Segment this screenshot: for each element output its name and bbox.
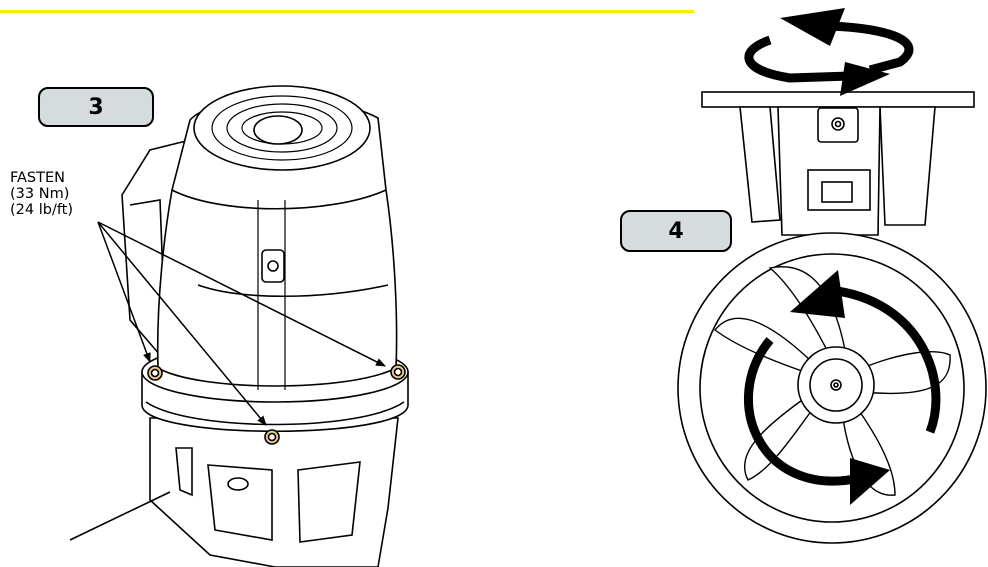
bolt <box>390 364 406 380</box>
thruster-motor-illustration <box>69 85 409 567</box>
fasten-callout: FASTEN (33 Nm) (24 lb/ft) <box>10 170 73 218</box>
fasten-torque-lbft: (24 lb/ft) <box>10 202 74 218</box>
bolt <box>264 429 280 445</box>
rotate-arrow-top <box>744 35 851 83</box>
mounting-plate <box>701 91 975 108</box>
step-4-badge: 4 <box>620 210 732 252</box>
thruster-tunnel-illustration <box>677 91 987 544</box>
fasten-torque-nm: (33 Nm) <box>10 186 70 202</box>
rotate-arrow-prop <box>829 285 941 434</box>
highlight-bar <box>0 10 694 13</box>
bolt <box>147 365 163 381</box>
fasten-leader-lines <box>97 221 386 426</box>
rotation-arrows <box>743 21 941 486</box>
step-3-badge: 3 <box>38 87 154 127</box>
lower-housing <box>149 417 399 567</box>
rotation-arrowheads <box>780 8 890 505</box>
fasten-action-label: FASTEN <box>10 170 65 186</box>
